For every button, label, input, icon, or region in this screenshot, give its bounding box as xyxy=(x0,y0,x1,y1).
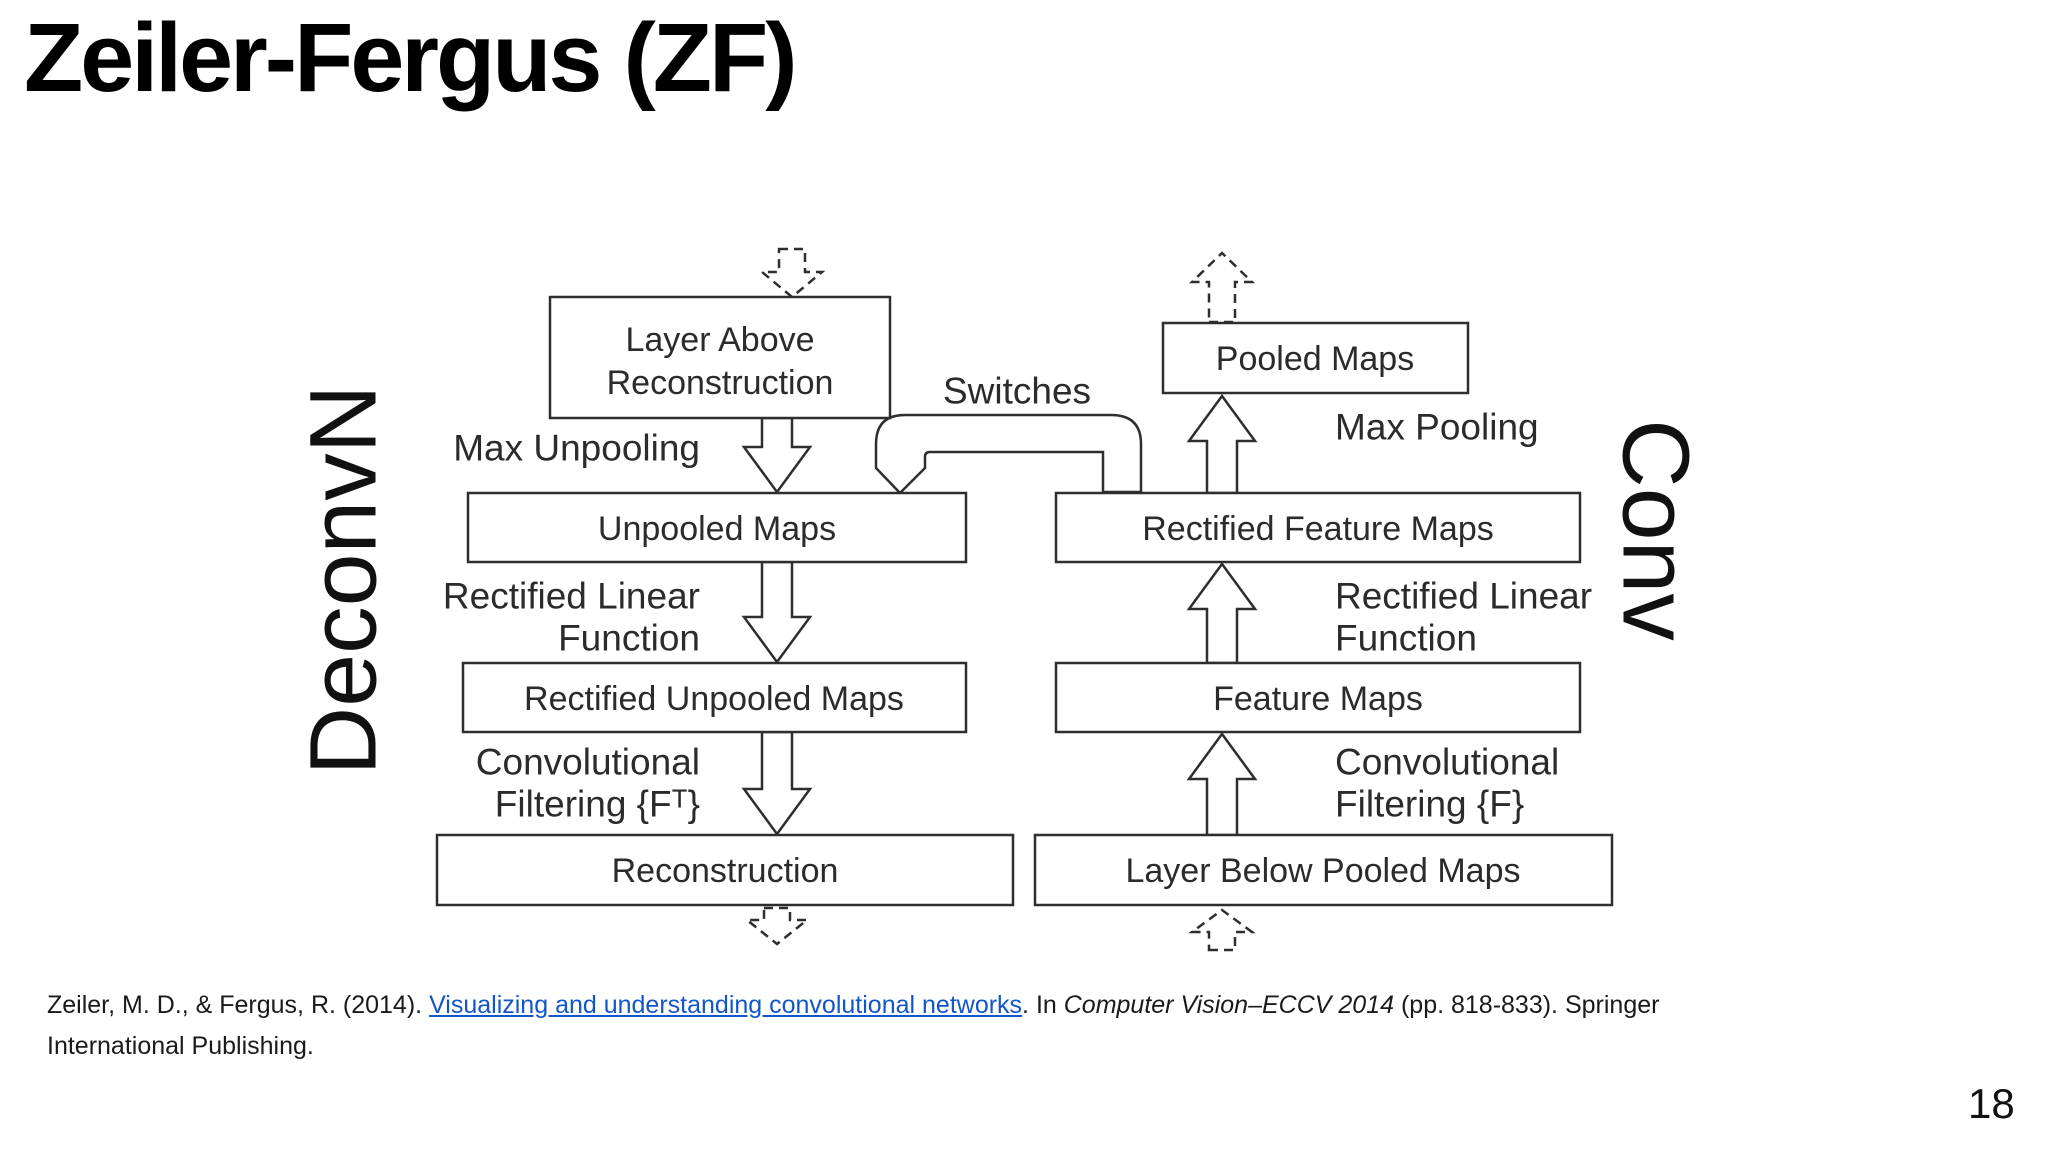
box-reconstruction xyxy=(435,833,1015,907)
label-layer-above-line1: Layer Above xyxy=(625,321,814,359)
box-unpooled-maps xyxy=(466,491,968,564)
citation-tail-line1: (pp. 818-833). Springer xyxy=(1394,991,1660,1019)
arrow-relu-right xyxy=(1186,561,1258,665)
box-pooled-maps xyxy=(1161,321,1470,395)
box-layer-below-pooled-maps xyxy=(1033,833,1614,907)
box-layer-above-reconstruction xyxy=(548,295,892,420)
citation-book-title: Computer Vision–ECCV 2014 xyxy=(1063,991,1395,1019)
label-relu-left-line2: Function xyxy=(558,618,700,659)
box-feature-maps xyxy=(1054,661,1582,734)
switches-connector-arrow xyxy=(874,413,1143,495)
label-rectified-feature-maps: Rectified Feature Maps xyxy=(1142,510,1494,548)
citation-tail-line2: International Publishing. xyxy=(47,1032,314,1060)
arrow-max-pooling xyxy=(1186,393,1258,495)
label-unpooled-maps: Unpooled Maps xyxy=(598,510,836,548)
citation-prefix: Zeiler, M. D., & Fergus, R. (2014). xyxy=(47,991,430,1019)
label-layer-below-pooled-maps: Layer Below Pooled Maps xyxy=(1125,852,1520,890)
dashed-arrow-down-into-layer-above xyxy=(758,247,826,299)
label-conv-filtering-left-line1: Convolutional xyxy=(476,742,700,783)
label-relu-left-line1: Rectified Linear xyxy=(443,576,700,617)
label-max-unpooling: Max Unpooling xyxy=(453,428,700,469)
label-relu-right-line1: Rectified Linear xyxy=(1335,576,1592,617)
page-title: Zeiler-Fergus (ZF) xyxy=(24,3,798,112)
label-max-pooling: Max Pooling xyxy=(1335,407,1539,448)
label-reconstruction: Reconstruction xyxy=(612,852,839,890)
arrow-max-unpooling xyxy=(741,416,813,495)
arrow-conv-filtering-right xyxy=(1186,731,1258,837)
label-layer-above-line2: Reconstruction xyxy=(607,364,834,402)
citation-link[interactable]: Visualizing and understanding convolutio… xyxy=(429,991,1023,1019)
arrow-relu-left xyxy=(741,560,813,665)
label-conv-filtering-left-line2: Filtering {Fᵀ} xyxy=(495,784,700,825)
label-conv-filtering-right-line1: Convolutional xyxy=(1335,742,1559,783)
box-rectified-unpooled-maps xyxy=(461,661,968,734)
label-switches: Switches xyxy=(943,371,1091,412)
dashed-arrow-up-into-layer-below xyxy=(1188,908,1256,952)
dashed-arrow-down-below-reconstruction xyxy=(743,906,811,946)
label-pooled-maps: Pooled Maps xyxy=(1216,340,1414,378)
label-relu-right-line2: Function xyxy=(1335,618,1477,659)
box-rectified-feature-maps xyxy=(1054,491,1582,564)
dashed-arrow-up-above-pooled-maps xyxy=(1188,251,1256,324)
label-feature-maps: Feature Maps xyxy=(1213,680,1423,718)
page-number: 18 xyxy=(1968,1080,2015,1127)
citation-after-link: . In xyxy=(1022,991,1064,1019)
arrow-conv-filtering-left xyxy=(741,730,813,837)
citation: Zeiler, M. D., & Fergus, R. (2014). Visu… xyxy=(47,985,1987,1067)
label-rectified-unpooled-maps: Rectified Unpooled Maps xyxy=(524,680,904,718)
label-conv-filtering-right-line2: Filtering {F} xyxy=(1335,784,1524,825)
